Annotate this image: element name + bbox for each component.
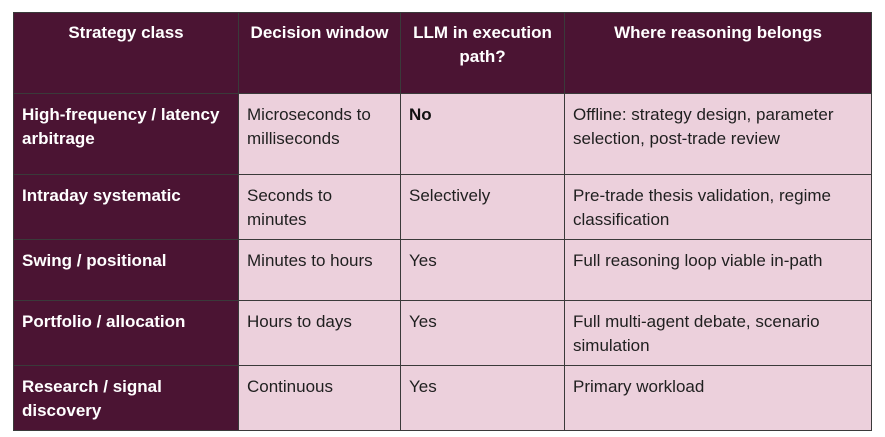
- table-header: Strategy class Decision window LLM in ex…: [13, 12, 872, 94]
- strategy-class-cell: Swing / positional: [13, 239, 239, 301]
- decision-window-cell: Microseconds to milliseconds: [238, 93, 401, 175]
- llm-in-path-cell: Yes: [400, 300, 565, 366]
- reasoning-location-cell: Primary workload: [564, 365, 872, 431]
- header-strategy-class: Strategy class: [13, 12, 239, 94]
- reasoning-location-cell: Full multi-agent debate, scenario simula…: [564, 300, 872, 366]
- header-decision-window: Decision window: [238, 12, 401, 94]
- header-where-reasoning-belongs: Where reasoning belongs: [564, 12, 872, 94]
- table-row: Portfolio / allocation Hours to days Yes…: [13, 300, 872, 366]
- table-row: High-frequency / latency arbitrage Micro…: [13, 93, 872, 175]
- strategy-class-cell: Research / signal discovery: [13, 365, 239, 431]
- decision-window-cell: Seconds to minutes: [238, 174, 401, 240]
- table-row: Intraday systematic Seconds to minutes S…: [13, 174, 872, 240]
- decision-window-cell: Continuous: [238, 365, 401, 431]
- table-body: High-frequency / latency arbitrage Micro…: [13, 93, 872, 431]
- header-llm-in-execution-path: LLM in execution path?: [400, 12, 565, 94]
- reasoning-location-cell: Pre-trade thesis validation, regime clas…: [564, 174, 872, 240]
- llm-in-path-cell: No: [400, 93, 565, 175]
- strategy-class-cell: High-frequency / latency arbitrage: [13, 93, 239, 175]
- llm-in-path-cell: Selectively: [400, 174, 565, 240]
- strategy-class-cell: Intraday systematic: [13, 174, 239, 240]
- header-row: Strategy class Decision window LLM in ex…: [13, 12, 872, 94]
- strategy-class-cell: Portfolio / allocation: [13, 300, 239, 366]
- reasoning-location-cell: Offline: strategy design, parameter sele…: [564, 93, 872, 175]
- decision-window-cell: Minutes to hours: [238, 239, 401, 301]
- llm-in-path-cell: Yes: [400, 365, 565, 431]
- reasoning-location-cell: Full reasoning loop viable in-path: [564, 239, 872, 301]
- table-row: Research / signal discovery Continuous Y…: [13, 365, 872, 431]
- strategy-table: Strategy class Decision window LLM in ex…: [13, 12, 872, 431]
- table-row: Swing / positional Minutes to hours Yes …: [13, 239, 872, 301]
- decision-window-cell: Hours to days: [238, 300, 401, 366]
- llm-in-path-cell: Yes: [400, 239, 565, 301]
